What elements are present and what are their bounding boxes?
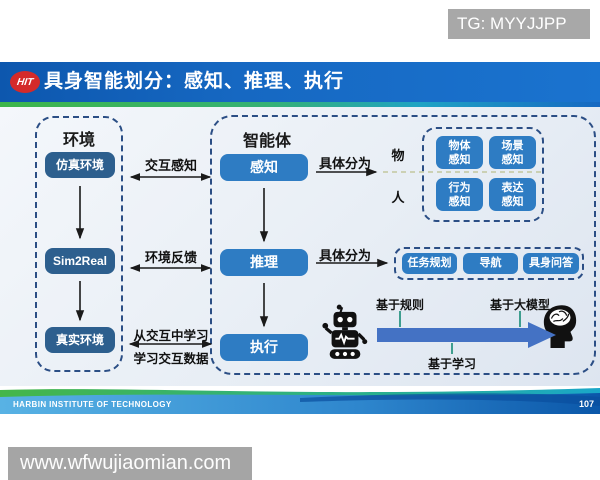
slide-title: 具身智能划分：感知、推理、执行 bbox=[44, 71, 345, 92]
robot-icon bbox=[322, 304, 368, 359]
item-task-planning: 任务规划 bbox=[402, 253, 457, 274]
item-navigation: 导航 bbox=[463, 253, 518, 274]
tg-watermark: TG: MYYJJPP bbox=[448, 9, 590, 39]
environment-title: 环境 bbox=[62, 132, 95, 149]
node-perception: 感知 bbox=[220, 154, 308, 181]
perception-detail-box bbox=[422, 127, 544, 222]
site-watermark: www.wfwujiaomian.com bbox=[8, 447, 252, 480]
reasoning-detail-box bbox=[394, 247, 584, 280]
node-reasoning: 推理 bbox=[220, 249, 308, 276]
hit-logo-icon: HIT bbox=[10, 71, 40, 93]
cell-text: 行为 bbox=[448, 182, 471, 194]
cell-text: 感知 bbox=[501, 154, 524, 167]
cell-scene-perception: 场景 感知 bbox=[489, 136, 536, 169]
cell-text: 表达 bbox=[501, 182, 524, 194]
label-rule-based: 基于规则 bbox=[375, 298, 424, 312]
page-number: 107 bbox=[578, 399, 594, 409]
label-divide-perception: 具体分为 bbox=[318, 156, 371, 171]
label-human: 人 bbox=[391, 190, 405, 205]
cell-text: 物体 bbox=[448, 140, 471, 152]
cell-text: 场景 bbox=[501, 140, 524, 152]
cell-expression-perception: 表达 感知 bbox=[489, 178, 536, 211]
cell-text: 感知 bbox=[448, 196, 471, 209]
cell-object-perception: 物体 感知 bbox=[436, 136, 483, 169]
label-interactive-perception: 交互感知 bbox=[144, 158, 197, 173]
brain-head-icon bbox=[543, 305, 577, 348]
node-sim2real: Sim2Real bbox=[45, 248, 115, 274]
item-embodied-qa: 具身问答 bbox=[523, 253, 579, 274]
cell-behavior-perception: 行为 感知 bbox=[436, 178, 483, 211]
environment-group-box bbox=[35, 116, 123, 372]
cell-text: 感知 bbox=[501, 196, 524, 209]
footer-institution: HARBIN INSTITUTE OF TECHNOLOGY bbox=[13, 400, 172, 409]
agent-group-box bbox=[210, 115, 596, 375]
footer-bar bbox=[0, 388, 600, 414]
node-simulation-env: 仿真环境 bbox=[45, 152, 115, 178]
label-learning-based: 基于学习 bbox=[427, 357, 476, 371]
label-divide-reasoning: 具体分为 bbox=[318, 248, 371, 263]
label-learn-from-interaction: 从交互中学习 bbox=[133, 329, 209, 343]
label-learn-interaction-data: 学习交互数据 bbox=[133, 352, 209, 366]
cell-text: 感知 bbox=[448, 154, 471, 167]
title-accent-line bbox=[0, 102, 600, 107]
node-execution: 执行 bbox=[220, 334, 308, 361]
label-object: 物 bbox=[391, 148, 405, 163]
label-environment-feedback: 环境反馈 bbox=[144, 250, 197, 265]
agent-title: 智能体 bbox=[242, 133, 291, 150]
footer-dark-swoosh bbox=[300, 393, 600, 406]
label-large-model-based: 基于大模型 bbox=[489, 298, 550, 312]
hit-logo-letters: HIT bbox=[16, 76, 34, 88]
title-bar: HIT 具身智能划分：感知、推理、执行 bbox=[0, 62, 600, 102]
node-real-env: 真实环境 bbox=[45, 327, 115, 353]
